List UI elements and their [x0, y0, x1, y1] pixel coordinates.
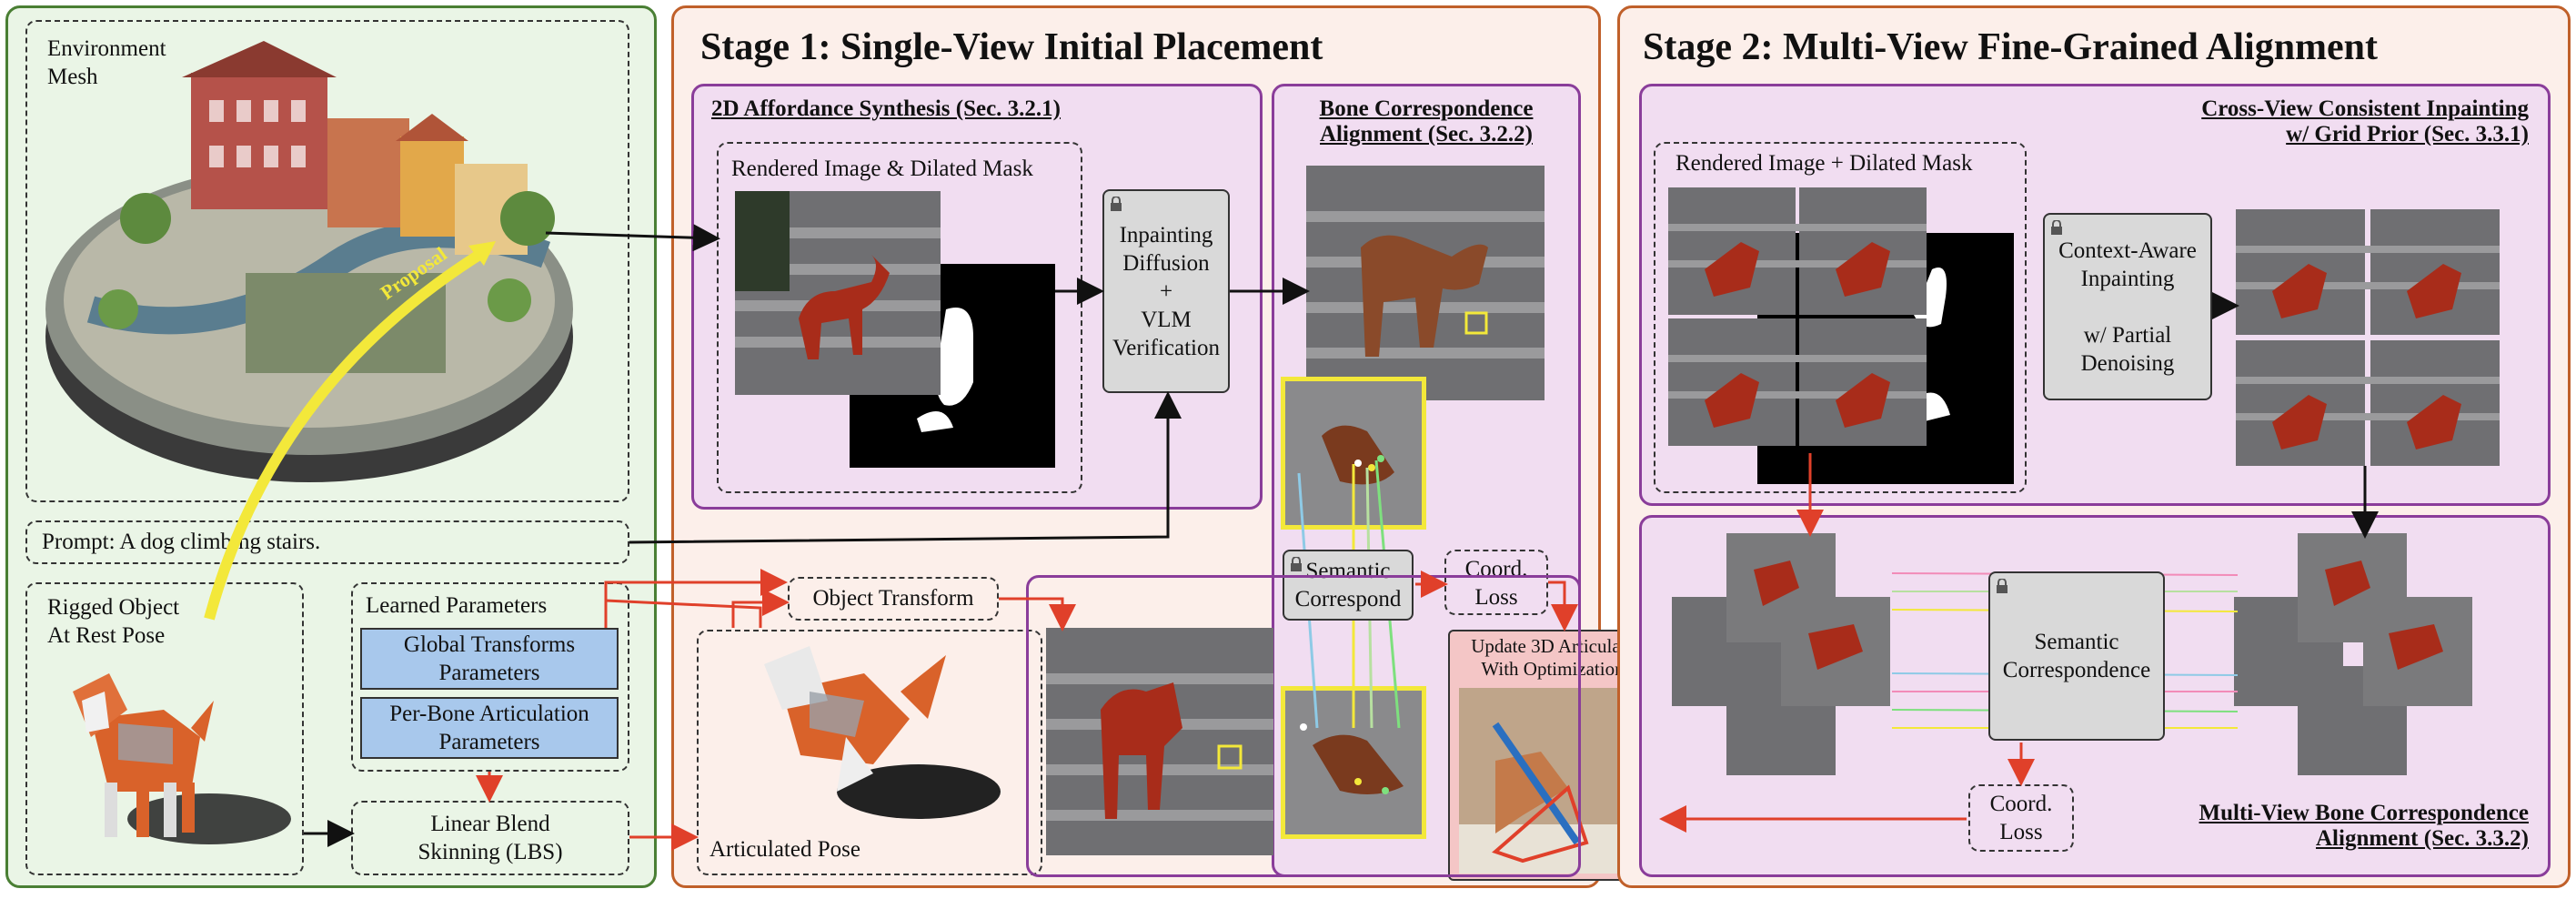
- object-transform-label: Object Transform: [812, 586, 974, 611]
- affordance-title: 2D Affordance Synthesis (Sec. 3.2.1): [711, 96, 1062, 121]
- inpainted-grid-s2: [2236, 209, 2500, 466]
- global-transforms-box: Global Transforms Parameters: [360, 628, 619, 690]
- stage1-title: Stage 1: Single-View Initial Placement: [700, 26, 1323, 68]
- rigged-object-box: [25, 582, 304, 875]
- prompt-text: Prompt: A dog climbing stairs.: [42, 530, 321, 554]
- articulated-pose-box: [697, 630, 1042, 875]
- update-articulate-image: [1459, 688, 1646, 874]
- context-aware-inpainting-box: Context-Aware Inpainting w/ Partial Deno…: [2043, 213, 2212, 400]
- rendered-image-box-s2: [1654, 142, 2027, 493]
- articulated-pose-label: Articulated Pose: [709, 837, 860, 862]
- articulated-dog-image: [764, 646, 1001, 819]
- prompt-box: [25, 520, 629, 564]
- coord-loss-box-s2: Coord. Loss: [1968, 784, 2074, 852]
- per-bone-label: Per-Bone Articulation Parameters: [389, 702, 589, 754]
- multi-view-bone-title: Multi-View Bone Correspondence Alignment…: [2199, 801, 2529, 851]
- rendered-image-label-s1: Rendered Image & Dilated Mask: [731, 157, 1033, 181]
- environment-mesh-box: [25, 20, 629, 502]
- inpainting-diffusion-label: Inpainting Diffusion + VLM Verification: [1112, 222, 1220, 360]
- inpainted-dog-image: [1306, 166, 1545, 400]
- global-transforms-label: Global Transforms Parameters: [403, 632, 576, 685]
- environment-mesh-image: [45, 41, 573, 482]
- proposal-label: Proposal: [377, 242, 451, 304]
- object-transform-box: Object Transform: [788, 577, 999, 621]
- per-bone-box: Per-Bone Articulation Parameters: [360, 697, 619, 759]
- rendered-image-label-s2: Rendered Image + Dilated Mask: [1675, 151, 1973, 176]
- rendered-image-box-s1: [717, 142, 1082, 493]
- rendered-dog-image-s1: [1046, 628, 1273, 855]
- lock-icon: [1997, 579, 2007, 593]
- rendered-image-s1: [735, 191, 1055, 468]
- stage1-bone-alignment-subpanel: [1026, 575, 1581, 877]
- multi-view-right-stack: [2234, 533, 2472, 775]
- lock-icon: [1111, 197, 1122, 211]
- lock-icon: [2051, 220, 2062, 235]
- learned-parameters-label: Learned Parameters: [366, 593, 548, 618]
- rigged-object-label: Rigged Object At Rest Pose: [47, 595, 180, 648]
- bone-correspondence-title: Bone Correspondence Alignment (Sec. 3.2.…: [1319, 96, 1534, 146]
- semantic-correspondence-box-s2: Semantic Correspondence: [1988, 571, 2165, 741]
- context-aware-inpainting-label: Context-Aware Inpainting w/ Partial Deno…: [2058, 237, 2197, 376]
- cross-view-inpainting-title: Cross-View Consistent Inpainting w/ Grid…: [2201, 96, 2529, 146]
- learned-parameters-box: [351, 582, 629, 772]
- semantic-correspondence-label-s2: Semantic Correspondence: [2002, 630, 2151, 682]
- rendered-grid-s2: [1668, 187, 2014, 484]
- multi-view-left-stack: [1672, 533, 1890, 775]
- lock-icon: [1291, 557, 1302, 571]
- semantic-correspond-box-s1: Semantic Correspond: [1283, 550, 1414, 621]
- rigged-dog-image: [73, 673, 291, 844]
- lbs-label: Linear Blend Skinning (LBS): [418, 812, 563, 864]
- semantic-correspond-label-s1: Semantic Correspond: [1294, 559, 1402, 611]
- stage2-title: Stage 2: Multi-View Fine-Grained Alignme…: [1643, 26, 2379, 68]
- environment-mesh-label: Environment Mesh: [47, 36, 166, 89]
- coord-loss-label-s2: Coord. Loss: [1989, 792, 2053, 844]
